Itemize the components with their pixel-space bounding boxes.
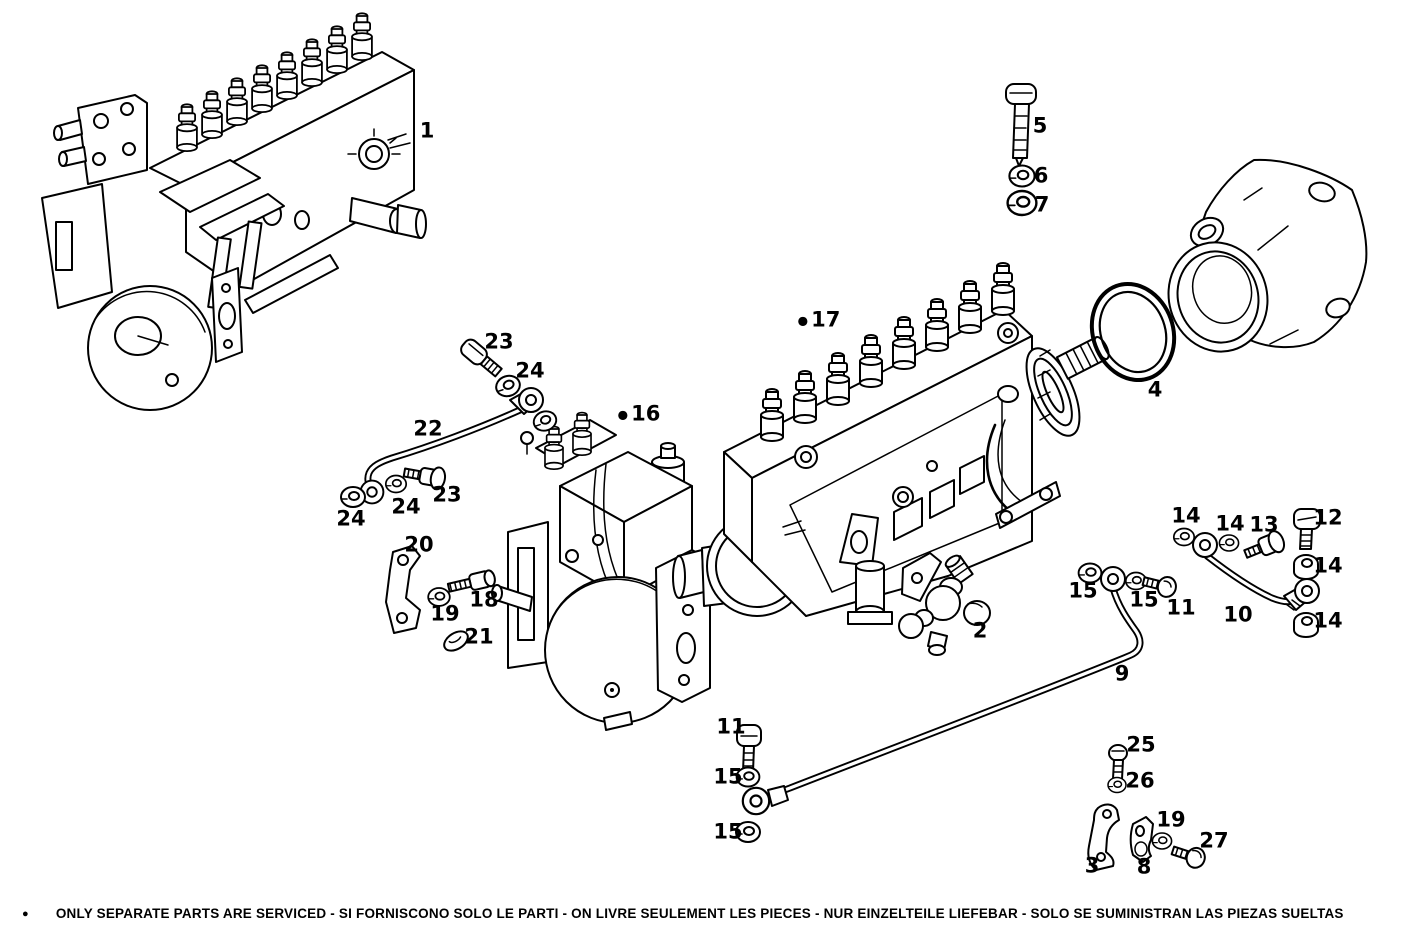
side-cover-flange-drawing <box>1167 158 1368 353</box>
footer-text: ONLY SEPARATE PARTS ARE SERVICED - SI FO… <box>55 906 1344 921</box>
bolt-5-washers-6-7-drawing <box>1005 83 1038 217</box>
bracket-20-group-drawing <box>385 545 496 652</box>
union-fitting-2-drawing <box>898 552 991 656</box>
bracket-group-drawing <box>1087 744 1206 871</box>
footer-note: ● ONLY SEPARATE PARTS ARE SERVICED - SI … <box>0 906 1423 921</box>
footer-bullet-icon: ● <box>22 907 29 920</box>
engine-assembly-drawing <box>41 12 427 411</box>
injection-pump-16-drawing <box>491 411 711 731</box>
pipe-22-group-drawing <box>340 338 560 508</box>
pipe-10-group-drawing <box>1172 508 1321 638</box>
injection-pump-17-drawing <box>672 262 1110 625</box>
pipe-9-group-drawing <box>735 562 1177 843</box>
o-ring-drawing <box>1089 281 1177 383</box>
